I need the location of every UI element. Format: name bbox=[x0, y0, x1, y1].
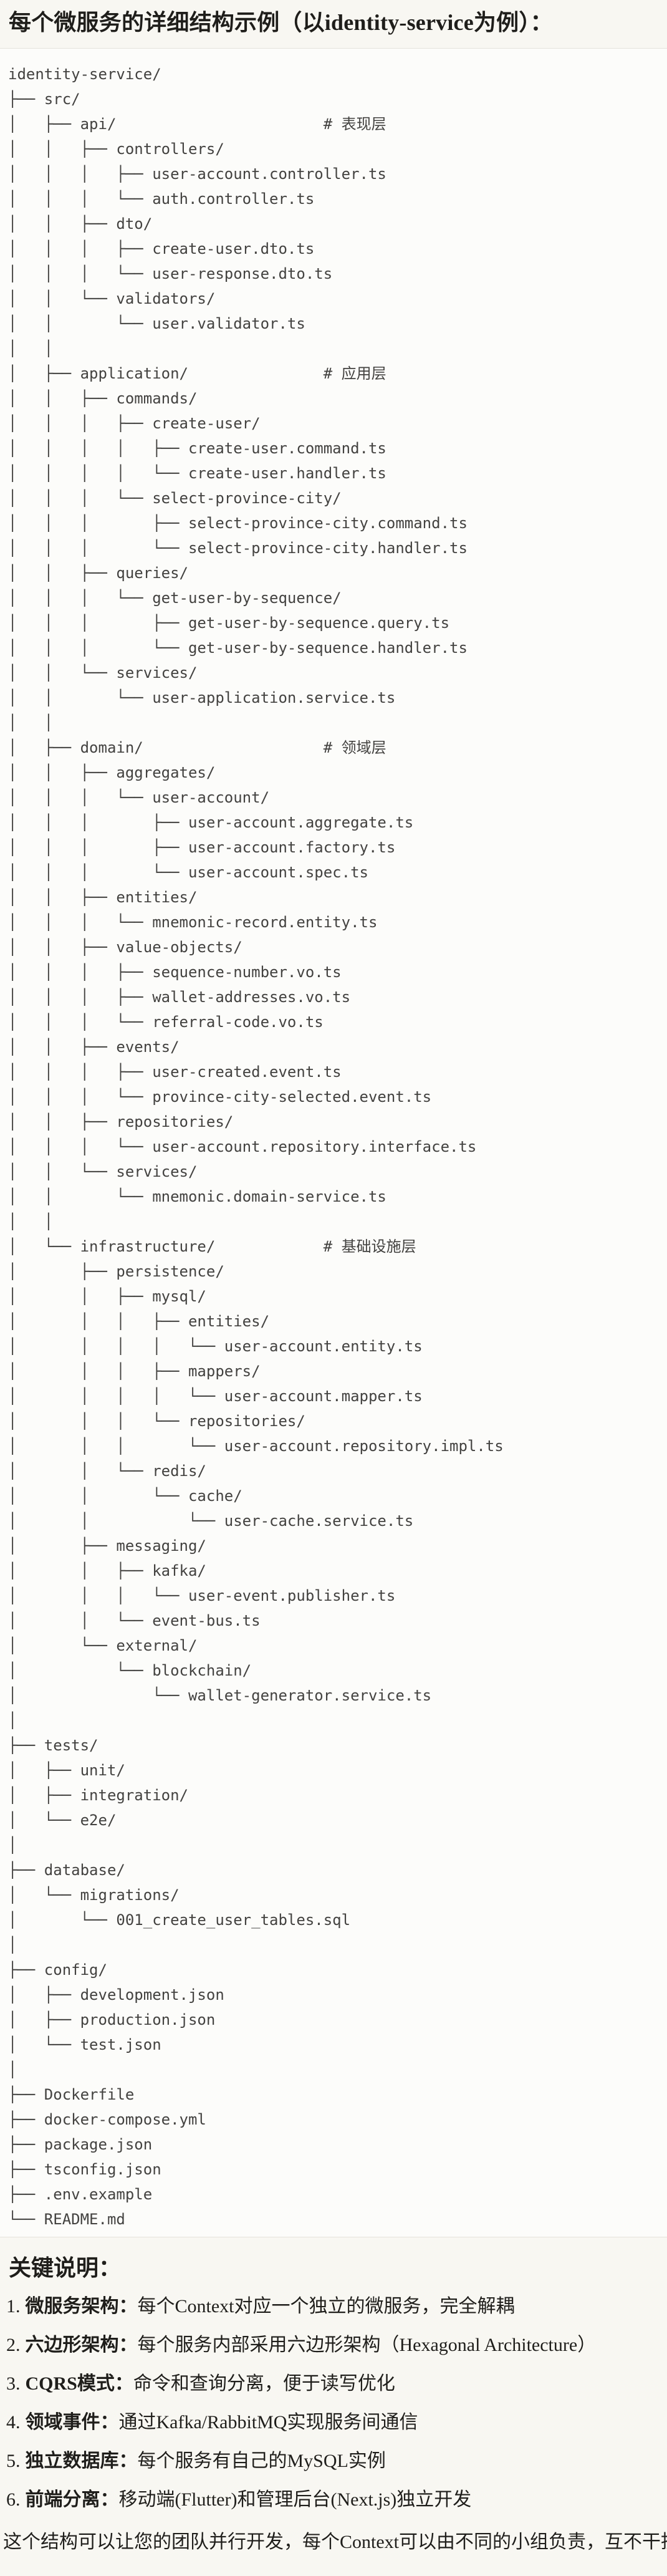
note-description: 每个Context对应一个独立的微服务，完全解耦 bbox=[137, 2296, 515, 2317]
directory-tree: identity-service/ ├── src/ │ ├── api/ # … bbox=[8, 65, 504, 2228]
note-number: 6. bbox=[6, 2489, 21, 2510]
directory-tree-code-block: identity-service/ ├── src/ │ ├── api/ # … bbox=[0, 48, 667, 2237]
note-term: 六边形架构： bbox=[25, 2335, 138, 2355]
note-term: CQRS模式： bbox=[25, 2373, 133, 2394]
closing-paragraph: 这个结构可以让您的团队并行开发，每个Context可以由不同的小组负责，互不干扰… bbox=[3, 2532, 667, 2552]
note-description: 命令和查询分离，便于读写优化 bbox=[133, 2373, 395, 2394]
note-number: 4. bbox=[6, 2412, 21, 2433]
note-number: 5. bbox=[6, 2451, 21, 2471]
note-item: 3.CQRS模式：命令和查询分离，便于读写优化 bbox=[6, 2371, 661, 2397]
notes-list: 1.微服务架构：每个Context对应一个独立的微服务，完全解耦 2.六边形架构：… bbox=[0, 2294, 667, 2513]
note-item: 2.六边形架构：每个服务内部采用六边形架构（Hexagonal Architec… bbox=[6, 2332, 661, 2358]
note-item: 1.微服务架构：每个Context对应一个独立的微服务，完全解耦 bbox=[6, 2294, 661, 2320]
note-term: 领域事件： bbox=[25, 2412, 119, 2433]
note-item: 5.独立数据库：每个服务有自己的MySQL实例 bbox=[6, 2448, 661, 2474]
note-number: 2. bbox=[6, 2335, 21, 2355]
page-title: 每个微服务的详细结构示例（以identity-service为例）： bbox=[9, 10, 553, 35]
message-body: 每个微服务的详细结构示例（以identity-service为例）： ident… bbox=[0, 9, 667, 2555]
note-number: 1. bbox=[6, 2296, 21, 2317]
notes-heading: 关键说明： bbox=[9, 2255, 122, 2280]
note-term: 独立数据库： bbox=[25, 2451, 138, 2471]
note-term: 微服务架构： bbox=[25, 2296, 138, 2317]
note-description: 每个服务内部采用六边形架构（Hexagonal Architecture） bbox=[137, 2335, 597, 2355]
note-item: 4.领域事件：通过Kafka/RabbitMQ实现服务间通信 bbox=[6, 2410, 661, 2436]
note-description: 通过Kafka/RabbitMQ实现服务间通信 bbox=[118, 2412, 418, 2433]
note-description: 移动端(Flutter)和管理后台(Next.js)独立开发 bbox=[118, 2489, 472, 2510]
note-number: 3. bbox=[6, 2373, 21, 2394]
note-description: 每个服务有自己的MySQL实例 bbox=[137, 2451, 386, 2471]
note-item: 6.前端分离：移动端(Flutter)和管理后台(Next.js)独立开发 bbox=[6, 2487, 661, 2513]
note-term: 前端分离： bbox=[25, 2489, 119, 2510]
